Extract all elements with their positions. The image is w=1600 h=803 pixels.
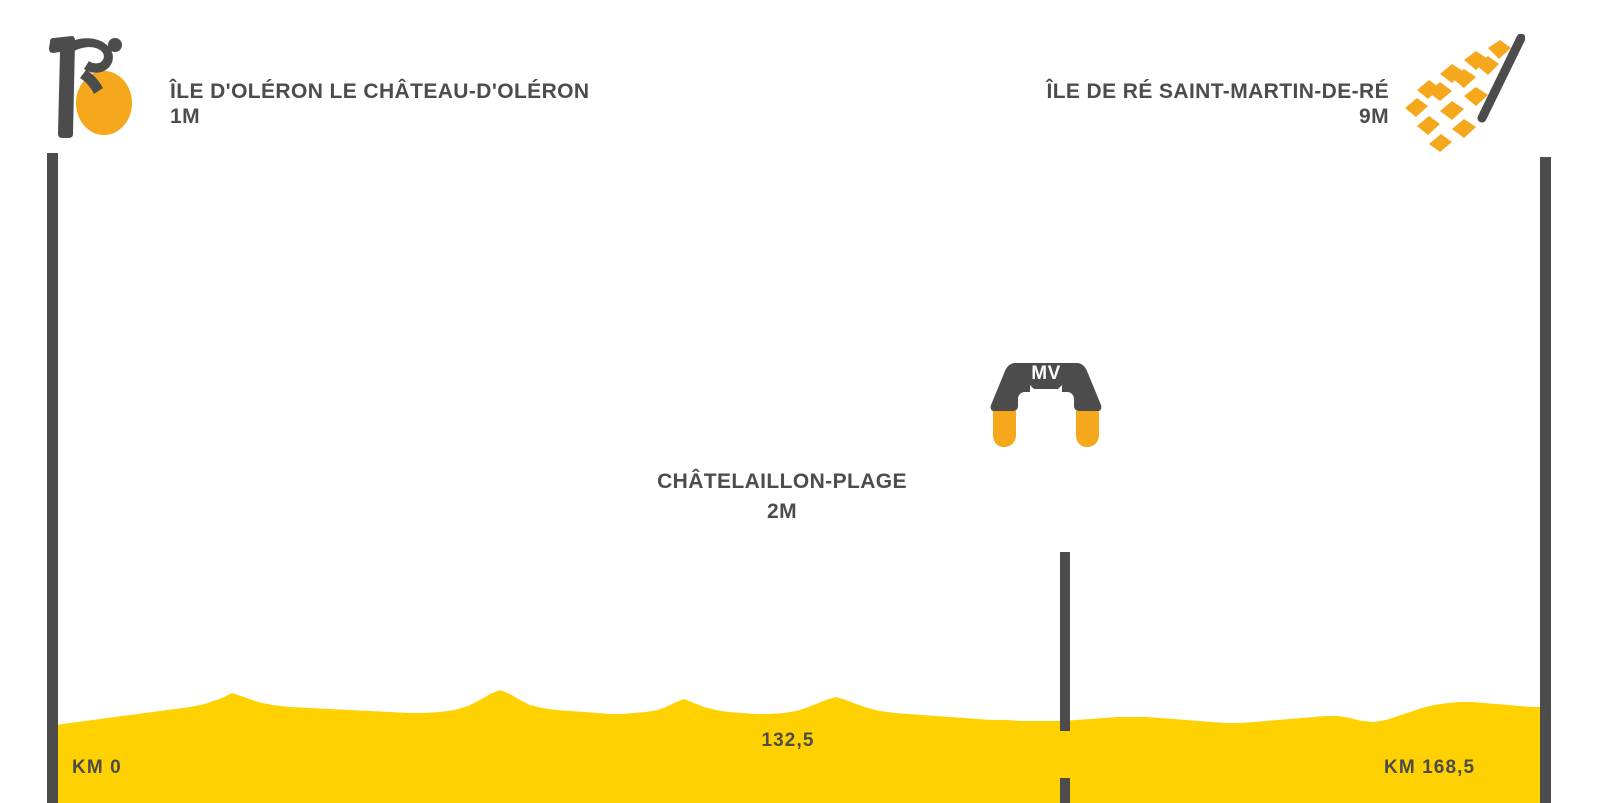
finish-vertical-line [1540, 157, 1551, 803]
arch-body [990, 363, 1102, 411]
sprint-badge-text: MV [1031, 363, 1061, 384]
departure-logo-icon [42, 32, 147, 140]
arch-leg-left [993, 411, 1016, 447]
flag-pole [1477, 33, 1526, 123]
start-location-label: ÎLE D'OLÉRON LE CHÂTEAU-D'OLÉRON 1M [170, 80, 589, 130]
start-location-altitude: 1M [170, 104, 200, 128]
sprint-arch-icon: MV [985, 355, 1107, 452]
finish-location-altitude: 9M [1359, 104, 1389, 128]
km-sprint-label: 132,5 [761, 730, 815, 751]
elevation-area-path [47, 690, 1551, 803]
flag-checkers [1405, 40, 1511, 152]
finish-location-name: ÎLE DE RÉ SAINT-MARTIN-DE-RÉ [1046, 80, 1389, 103]
finish-location-label: ÎLE DE RÉ SAINT-MARTIN-DE-RÉ 9M [1046, 80, 1389, 130]
sprint-location-label: CHÂTELAILLON-PLAGE 2M [0, 470, 1600, 524]
km-start-label: KM 0 [72, 757, 122, 778]
sprint-location-name: CHÂTELAILLON-PLAGE [657, 470, 907, 493]
sprint-vertical-line-upper [1060, 552, 1070, 731]
logo-lower-stroke [80, 70, 103, 94]
start-vertical-line [47, 153, 58, 803]
logo-rider-stroke [49, 36, 75, 138]
sprint-location-altitude: 2M [767, 500, 797, 523]
start-location-name: ÎLE D'OLÉRON LE CHÂTEAU-D'OLÉRON [170, 80, 590, 103]
checkered-flag-icon [1393, 33, 1526, 152]
km-finish-label: KM 168,5 [1384, 757, 1476, 778]
logo-arm-stroke [72, 38, 113, 73]
sprint-vertical-line-lower [1060, 778, 1070, 803]
arch-leg-right [1076, 411, 1099, 447]
logo-head-dot [108, 38, 122, 52]
